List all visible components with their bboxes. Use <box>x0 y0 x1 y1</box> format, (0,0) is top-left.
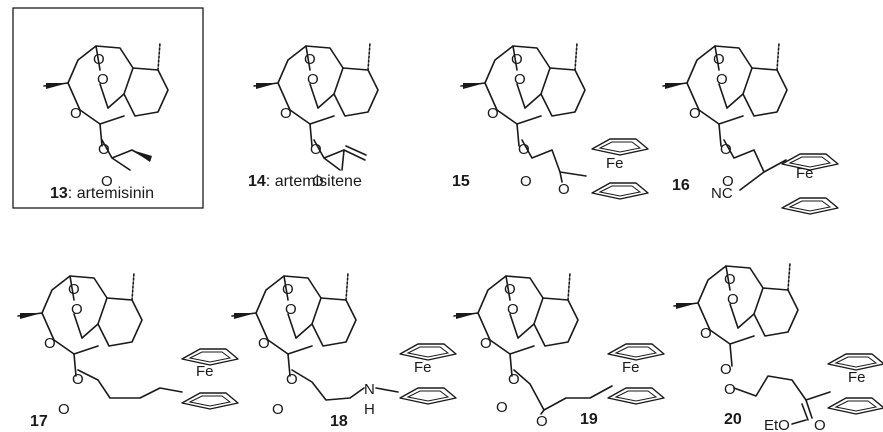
atom-o: O <box>558 181 570 198</box>
compound-17-number: 17 <box>30 413 48 430</box>
atom-o: O <box>514 71 526 88</box>
atom-o: O <box>98 141 110 158</box>
compound-18: O O O O O N H Fe 18 <box>231 272 457 430</box>
atom-o: O <box>716 71 728 88</box>
compound-20-number: 20 <box>724 411 742 428</box>
compound-14-label: : artemisitene <box>266 173 362 190</box>
compound-13-number: 13 <box>50 185 68 202</box>
atom-o: O <box>520 173 532 190</box>
atom-o: O <box>722 173 734 190</box>
svg-text:17: 17 <box>30 413 48 430</box>
atom-o: O <box>724 271 736 288</box>
atom-o: O <box>272 401 284 418</box>
compound-16: O O O O O NC Fe 16 <box>662 42 839 215</box>
atom-o: O <box>70 105 82 122</box>
atom-o: O <box>480 335 492 352</box>
atom-fe: Fe <box>622 359 640 376</box>
atom-o: O <box>93 51 105 68</box>
atom-o: O <box>285 301 297 318</box>
compound-16-number: 16 <box>672 177 690 194</box>
atom-eto: EtO <box>764 417 790 432</box>
atom-o: O <box>507 301 519 318</box>
compound-15-number: 15 <box>452 173 470 190</box>
atom-o: O <box>286 371 298 388</box>
atom-o: O <box>700 325 712 342</box>
atom-fe: Fe <box>414 359 432 376</box>
atom-fe: Fe <box>796 165 814 182</box>
compound-13-label: : artemisinin <box>68 185 154 202</box>
atom-nc: NC <box>711 185 733 202</box>
compound-17: O O O O O Fe 17 <box>17 272 239 430</box>
atom-o: O <box>724 381 736 398</box>
atom-o: O <box>720 361 732 378</box>
atom-o: O <box>312 173 324 190</box>
compound-13-box <box>12 7 204 209</box>
atom-o: O <box>814 417 826 432</box>
compound-19-number: 19 <box>580 411 598 428</box>
atom-o: O <box>58 401 70 418</box>
atom-fe: Fe <box>848 369 866 386</box>
svg-text:16: 16 <box>672 177 690 194</box>
svg-text:20: 20 <box>724 411 742 428</box>
atom-o: O <box>304 51 316 68</box>
compound-18-number: 18 <box>330 413 348 430</box>
atom-o: O <box>511 51 523 68</box>
svg-text:15: 15 <box>452 173 470 190</box>
atom-o: O <box>713 51 725 68</box>
atom-o: O <box>72 371 84 388</box>
compound-13: O O O O O 13: artemisinin <box>12 7 204 209</box>
atom-fe: Fe <box>196 363 214 380</box>
atom-o: O <box>720 141 732 158</box>
atom-fe: Fe <box>606 155 624 172</box>
atom-o: O <box>689 105 701 122</box>
svg-text:13: artemisinin: 13: artemisinin <box>50 185 154 202</box>
atom-o: O <box>71 301 83 318</box>
compound-14: O O O O O 14: artemisitene <box>248 42 379 190</box>
atom-o: O <box>518 141 530 158</box>
compound-14-number: 14 <box>248 173 266 190</box>
svg-text:19: 19 <box>580 411 598 428</box>
atom-o: O <box>496 399 508 416</box>
atom-o: O <box>282 281 294 298</box>
compound-15: O O O O O O Fe 15 <box>452 42 649 200</box>
atom-o: O <box>101 173 113 190</box>
atom-o: O <box>487 105 499 122</box>
atom-o: O <box>68 281 80 298</box>
atom-o: O <box>504 281 516 298</box>
atom-o: O <box>97 71 109 88</box>
atom-o: O <box>280 105 292 122</box>
svg-text:18: 18 <box>330 413 348 430</box>
atom-o: O <box>727 291 739 308</box>
atom-o: O <box>307 71 319 88</box>
atom-h: H <box>364 401 375 418</box>
atom-o: O <box>508 371 520 388</box>
compound-19: O O O O O O Fe 19 <box>453 272 665 430</box>
atom-o: O <box>536 413 548 430</box>
atom-o: O <box>258 335 270 352</box>
atom-o: O <box>310 141 322 158</box>
atom-o: O <box>44 335 56 352</box>
compound-20: O O O O O O EtO Fe 20 <box>673 262 883 432</box>
atom-n: N <box>364 381 375 398</box>
svg-text:14: artemisitene: 14: artemisitene <box>248 173 362 190</box>
